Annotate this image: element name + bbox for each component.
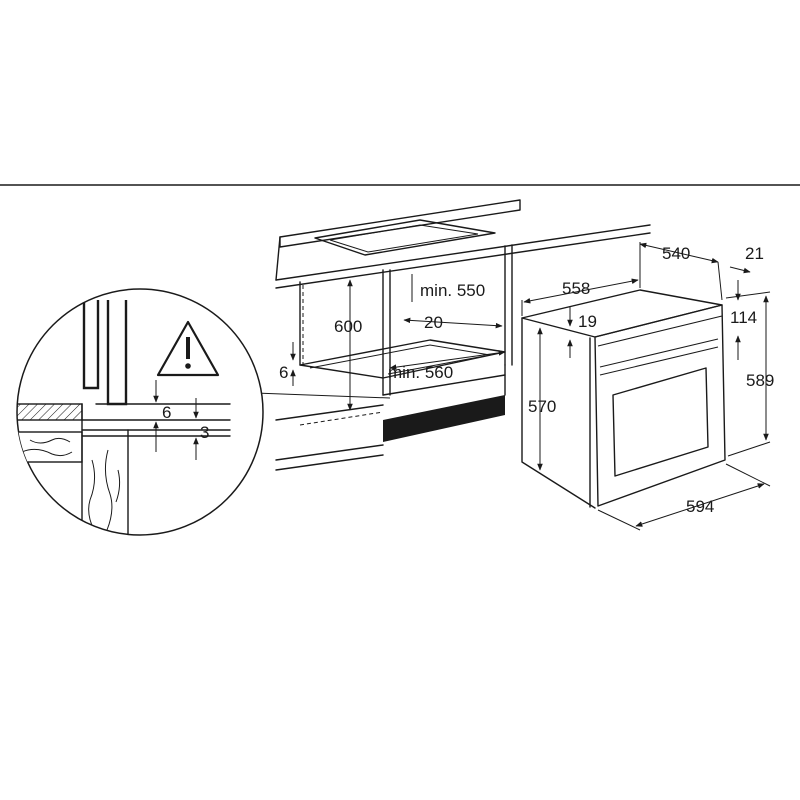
dim-cabinet-height: 600 — [334, 317, 362, 336]
dim-floor-clearance: 6 — [279, 363, 288, 382]
dim-oven-front-height: 589 — [746, 371, 774, 390]
cabinet-drawing — [275, 199, 651, 471]
oven-window — [612, 367, 709, 477]
hob — [314, 219, 496, 256]
dim-rear-gap: 20 — [424, 313, 443, 332]
dim-detail-gap-3: 3 — [200, 423, 209, 442]
dim-oven-top-offset: 19 — [578, 312, 597, 331]
dim-oven-depth: 540 — [662, 244, 690, 263]
dim-oven-panel: 21 — [745, 244, 764, 263]
cabinet-dimensions: 600 min. 550 20 min. 560 6 — [254, 274, 506, 411]
warning-triangle-icon — [156, 320, 220, 377]
dim-oven-body-height: 570 — [528, 397, 556, 416]
dim-oven-width: 594 — [686, 497, 714, 516]
oven-dimensions: 540 21 558 19 114 570 589 594 — [521, 242, 774, 531]
dim-oven-front-offset: 114 — [730, 308, 757, 327]
dim-cabinet-depth: min. 550 — [420, 281, 485, 300]
dim-detail-gap-6: 6 — [162, 403, 171, 422]
detail-circle: 6 3 — [16, 288, 264, 536]
dim-cabinet-width: min. 560 — [388, 363, 453, 382]
dim-oven-top-depth: 558 — [562, 279, 590, 298]
